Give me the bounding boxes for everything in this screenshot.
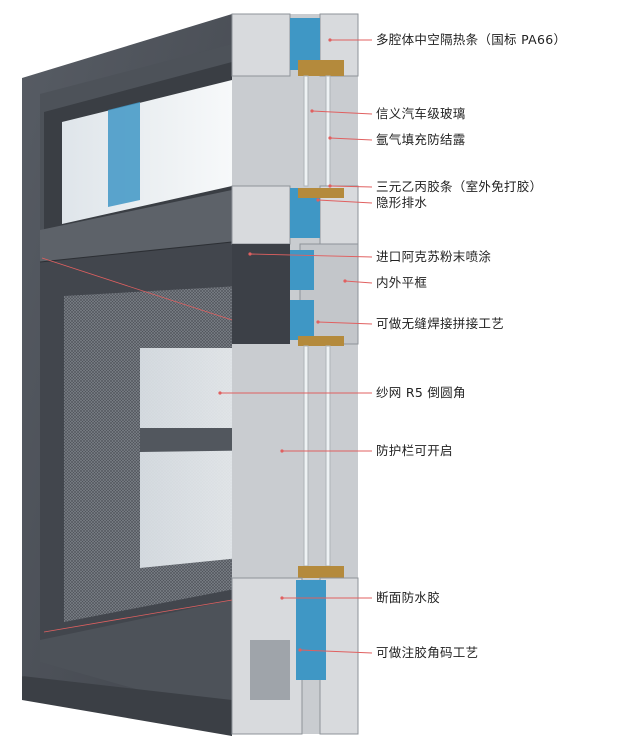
leader-anchor-dot — [343, 279, 347, 283]
leader-anchor-dot — [310, 109, 314, 113]
callout-glue-corner-joint: 可做注胶角码工艺 — [376, 645, 479, 660]
transom-glass-pane-2 — [325, 75, 331, 187]
callout-seamless-welding: 可做无缝焊接拼接工艺 — [376, 316, 505, 331]
leader-line — [311, 110, 373, 115]
sash-glass-pane-2 — [325, 345, 331, 567]
leader-line — [317, 321, 373, 325]
leader-line — [344, 280, 373, 284]
sash-thermal-break-lower — [290, 300, 314, 340]
callout-section-waterproof-glue: 断面防水胶 — [376, 590, 441, 605]
leader-anchor-dot — [298, 648, 302, 652]
sash-thermal-break-upper — [290, 250, 314, 290]
leader-line — [299, 649, 373, 654]
leader-anchor-dot — [328, 136, 332, 140]
callout-epdm-gasket: 三元乙丙胶条（室外免打胶） — [376, 179, 543, 194]
leader-line — [329, 137, 373, 141]
transom-profile-outer — [231, 185, 291, 245]
frame-seam — [39, 241, 233, 263]
transom-glass-pane-1 — [303, 75, 309, 187]
leader-anchor-dot — [248, 252, 252, 256]
sill-profile-inner — [319, 577, 359, 735]
transom-bar — [40, 190, 232, 262]
callout-hidden-drainage: 隐形排水 — [376, 195, 428, 210]
sash-glass-pane-1 — [303, 345, 309, 567]
sill-spacer — [298, 566, 344, 578]
leader-line — [329, 185, 373, 188]
leader-anchor-dot — [280, 596, 284, 600]
head-profile-outer — [231, 13, 291, 77]
leader-anchor-dot — [218, 391, 222, 395]
callout-automotive-glass: 信义汽车级玻璃 — [376, 106, 466, 121]
callout-flush-frame: 内外平框 — [376, 275, 428, 290]
transom-spacer — [298, 188, 344, 198]
leader-line — [317, 199, 373, 204]
sash-profile-outer — [232, 244, 290, 344]
leader-anchor-dot — [328, 38, 332, 42]
sash-spacer — [298, 336, 344, 346]
perspective-guide-line — [41, 257, 233, 321]
leader-anchor-dot — [328, 184, 332, 188]
transom-glass-beading — [108, 102, 140, 207]
callout-argon-filled: 氩气填充防结露 — [376, 132, 466, 147]
callout-openable-guard: 防护栏可开启 — [376, 443, 453, 458]
sill-thermal-break — [296, 580, 326, 680]
callout-multi-chamber-thermal-break: 多腔体中空隔热条（国标 PA66） — [376, 32, 567, 47]
leader-anchor-dot — [280, 449, 284, 453]
perspective-guide-line — [43, 599, 233, 633]
bottom-frame — [22, 676, 232, 736]
profile-cross-section — [231, 13, 359, 735]
leader-anchor-dot — [316, 198, 320, 202]
leader-line — [249, 253, 373, 258]
leader-anchor-dot — [316, 320, 320, 324]
callout-screen-rounded-corners: 纱网 R5 倒圆角 — [376, 385, 466, 400]
leader-lines — [41, 38, 373, 654]
transom-glass — [62, 80, 232, 224]
callout-powder-coating: 进口阿克苏粉末喷涂 — [376, 249, 492, 264]
sill-drainage-chamber — [250, 640, 290, 700]
head-spacer — [298, 60, 344, 76]
